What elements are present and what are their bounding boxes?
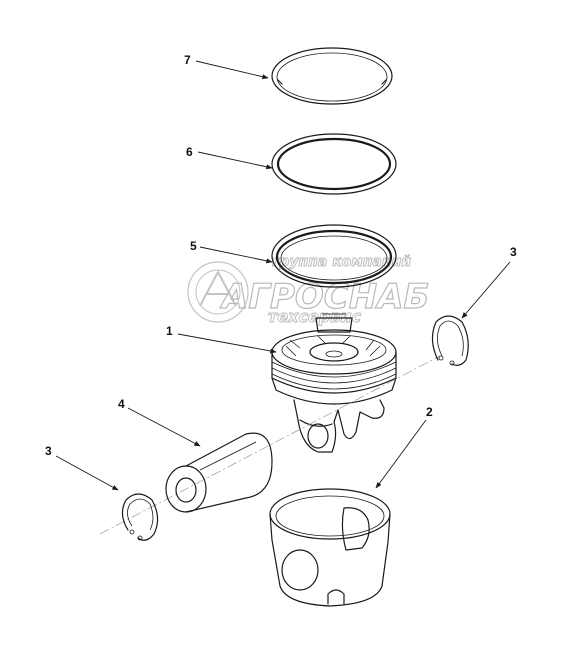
callout-circlip-right: 3 [510, 245, 517, 259]
circlip-right [431, 315, 469, 366]
cylinder-liner [269, 488, 391, 607]
callout-liner: 2 [426, 405, 433, 419]
callout-piston-pin: 4 [118, 397, 125, 411]
pin-axis-line [99, 355, 441, 535]
ring-second [271, 133, 397, 195]
piston [271, 313, 397, 453]
watermark-top-text: группа компаний [272, 254, 411, 270]
ring-oil [271, 224, 397, 288]
ring-top [271, 47, 393, 105]
watermark-bottom-text: техсервис [268, 307, 362, 326]
callout-circlip-left: 3 [45, 444, 52, 458]
callout-ring-second: 6 [186, 145, 193, 159]
callout-ring-oil: 5 [190, 239, 197, 253]
callout-piston: 1 [166, 324, 173, 338]
watermark-logo-icon [187, 261, 249, 323]
watermark: группа компаний АГРОСНАБ техсервис [187, 254, 430, 326]
circlip-left [121, 493, 159, 541]
leader-lines [55, 60, 511, 491]
callout-ring-top: 7 [184, 53, 191, 67]
piston-pin [165, 432, 273, 513]
